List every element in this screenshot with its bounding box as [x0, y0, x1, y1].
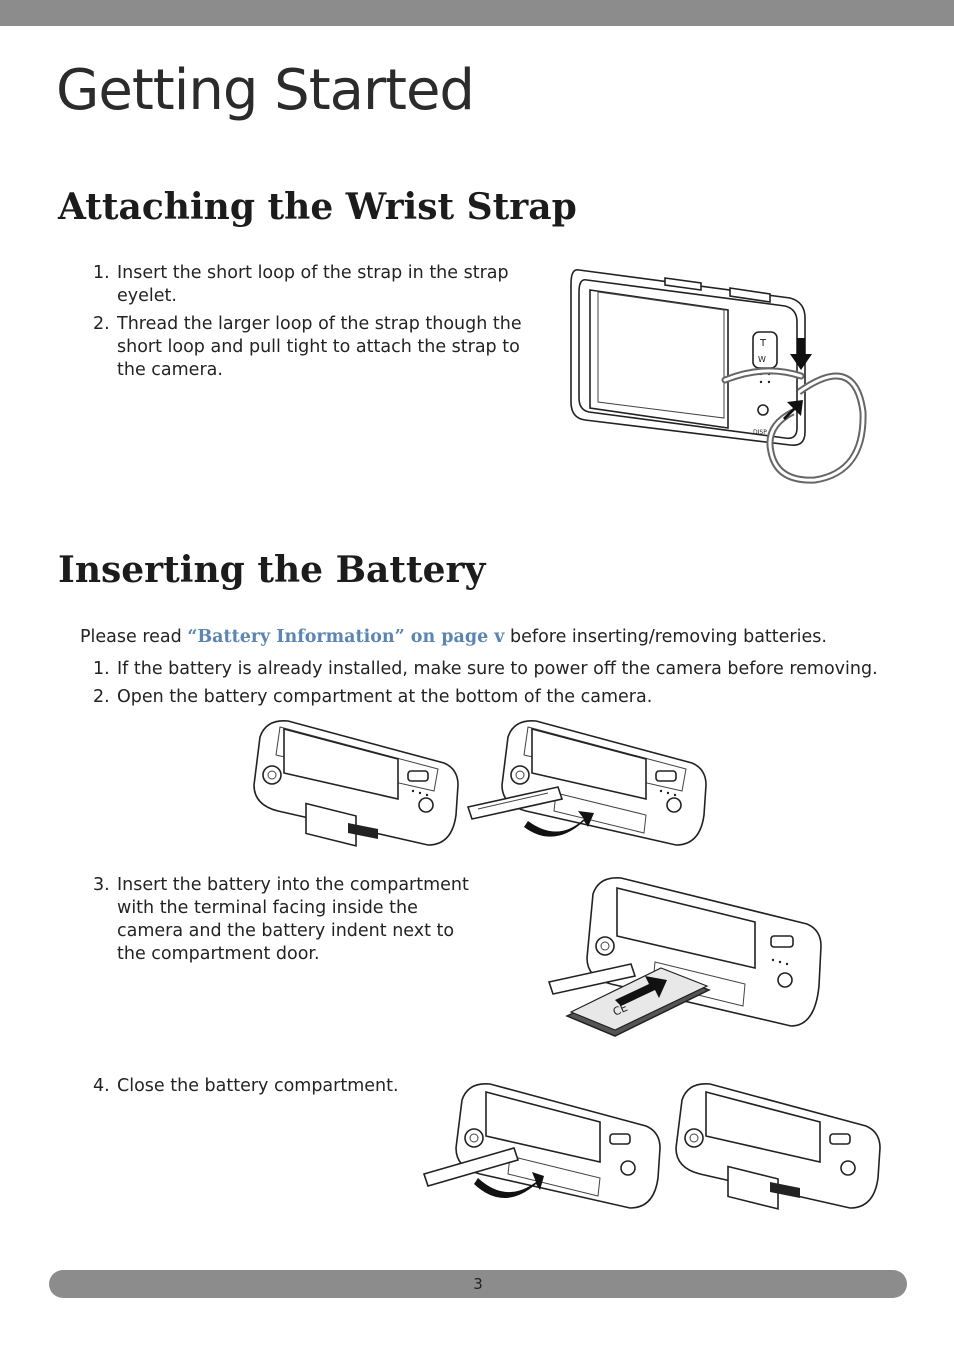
- battery-info-link[interactable]: “Battery Information” on page v: [187, 627, 505, 647]
- svg-text:DISP: DISP: [753, 429, 767, 436]
- list-item: 2. Open the battery compartment at the bo…: [93, 686, 893, 709]
- battery-insert-illustration: CE: [547, 877, 822, 1037]
- list-item: 2. Thread the larger loop of the strap th…: [93, 313, 523, 382]
- note-prefix: Please read: [80, 627, 188, 647]
- step-number: 3.: [93, 875, 110, 895]
- step-number: 4.: [93, 1076, 110, 1096]
- list-item: 4. Close the battery compartment.: [93, 1075, 413, 1098]
- list-item: 3. Insert the battery into the compartmen…: [93, 874, 478, 966]
- step-text: If the battery is already installed, mak…: [117, 659, 878, 679]
- battery-steps-insert: 3. Insert the battery into the compartmen…: [93, 874, 478, 971]
- step-number: 2.: [93, 687, 110, 707]
- footer-bar: 3: [49, 1270, 907, 1298]
- svg-text:T: T: [759, 338, 767, 349]
- battery-steps-close: 4. Close the battery compartment.: [93, 1075, 413, 1103]
- page-number: 3: [473, 1275, 483, 1293]
- step-text: Thread the larger loop of the strap thou…: [117, 314, 522, 380]
- step-text: Close the battery compartment.: [117, 1076, 399, 1096]
- battery-note: Please read “Battery Information” on pag…: [80, 626, 827, 649]
- battery-steps-open: 1. If the battery is already installed, m…: [93, 658, 893, 714]
- wrist-strap-illustration: T W DISP: [570, 268, 867, 484]
- list-item: 1. If the battery is already installed, m…: [93, 658, 893, 681]
- battery-heading: Inserting the Battery: [58, 549, 486, 591]
- wrist-strap-heading: Attaching the Wrist Strap: [58, 186, 577, 228]
- wrist-strap-steps: 1. Insert the short loop of the strap in …: [93, 262, 523, 387]
- battery-close-illustration: [422, 1083, 881, 1210]
- list-item: 1. Insert the short loop of the strap in …: [93, 262, 523, 308]
- page-title: Getting Started: [56, 58, 475, 123]
- step-text: Insert the short loop of the strap in th…: [117, 263, 509, 306]
- step-text: Insert the battery into the compartment …: [117, 875, 469, 964]
- battery-open-illustration: [253, 720, 707, 847]
- svg-text:W: W: [758, 355, 766, 364]
- note-suffix: before inserting/removing batteries.: [504, 627, 827, 647]
- step-text: Open the battery compartment at the bott…: [117, 687, 653, 707]
- step-number: 1.: [93, 263, 110, 283]
- step-number: 1.: [93, 659, 110, 679]
- step-number: 2.: [93, 314, 110, 334]
- svg-text:CE: CE: [611, 1001, 630, 1019]
- header-bar: [0, 0, 954, 26]
